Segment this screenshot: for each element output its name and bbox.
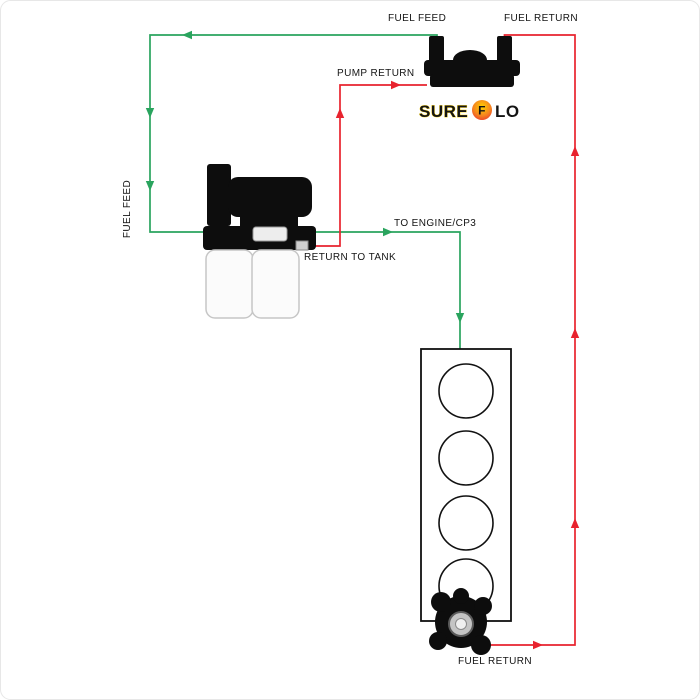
label-to-engine-cp3: TO ENGINE/CP3	[394, 218, 476, 229]
label-fuel-feed-top: FUEL FEED	[388, 13, 446, 24]
fuel-filter-right	[251, 249, 300, 319]
logo-text-sure: SURE	[419, 102, 468, 121]
logo-text-f: F	[478, 104, 486, 118]
sureflo-left-port	[429, 36, 444, 64]
pump-bracket	[207, 164, 231, 226]
fuel-filter-left	[205, 249, 254, 319]
feed-arrows	[145, 30, 465, 323]
pump-neck	[240, 210, 298, 230]
feed-line-pump-to-engine	[313, 231, 461, 349]
arrow-up-icon	[570, 328, 580, 338]
return-arrows	[335, 80, 580, 650]
arrow-right-icon	[383, 227, 393, 237]
cp3-pump	[429, 588, 492, 655]
cylinder-2	[438, 430, 494, 486]
arrow-right-icon	[533, 640, 543, 650]
pump-return-fitting	[295, 240, 309, 251]
cp3-lobe	[474, 597, 492, 615]
sureflo-right-port	[497, 36, 512, 64]
arrow-down-icon	[455, 313, 465, 323]
lift-pump-assembly	[203, 164, 316, 319]
label-fuel-return-bottom: FUEL RETURN	[458, 656, 532, 667]
arrow-left-icon	[182, 30, 192, 40]
logo-text-lo: LO	[495, 102, 520, 121]
return-line-pump-to-tank	[303, 84, 427, 247]
cylinder-1	[438, 363, 494, 419]
cylinder-3	[438, 495, 494, 551]
label-pump-return: PUMP RETURN	[337, 68, 415, 79]
sureflo-sending-unit	[424, 36, 520, 87]
label-fuel-return-top: FUEL RETURN	[504, 13, 578, 24]
cp3-lobe	[431, 592, 451, 612]
arrow-up-icon	[335, 108, 345, 118]
arrow-up-icon	[570, 518, 580, 528]
label-fuel-feed-left: FUEL FEED	[122, 180, 133, 238]
pump-motor	[228, 177, 312, 217]
cp3-lobe	[471, 635, 491, 655]
sureflo-flange	[430, 74, 514, 87]
sureflo-logo: SURE F LO	[419, 100, 520, 121]
arrow-right-icon	[391, 80, 401, 90]
arrow-down-icon	[145, 108, 155, 118]
label-return-to-tank: RETURN TO TANK	[304, 252, 396, 263]
arrow-up-icon	[570, 146, 580, 156]
cp3-lobe	[429, 632, 447, 650]
engine-block	[420, 348, 512, 622]
cp3-hub-center	[455, 618, 467, 630]
sureflo-body	[424, 60, 520, 76]
cp3-lobe	[453, 588, 469, 604]
logo-flame-circle-icon	[472, 100, 492, 120]
pump-cap	[252, 226, 288, 242]
arrow-down-icon	[145, 181, 155, 191]
